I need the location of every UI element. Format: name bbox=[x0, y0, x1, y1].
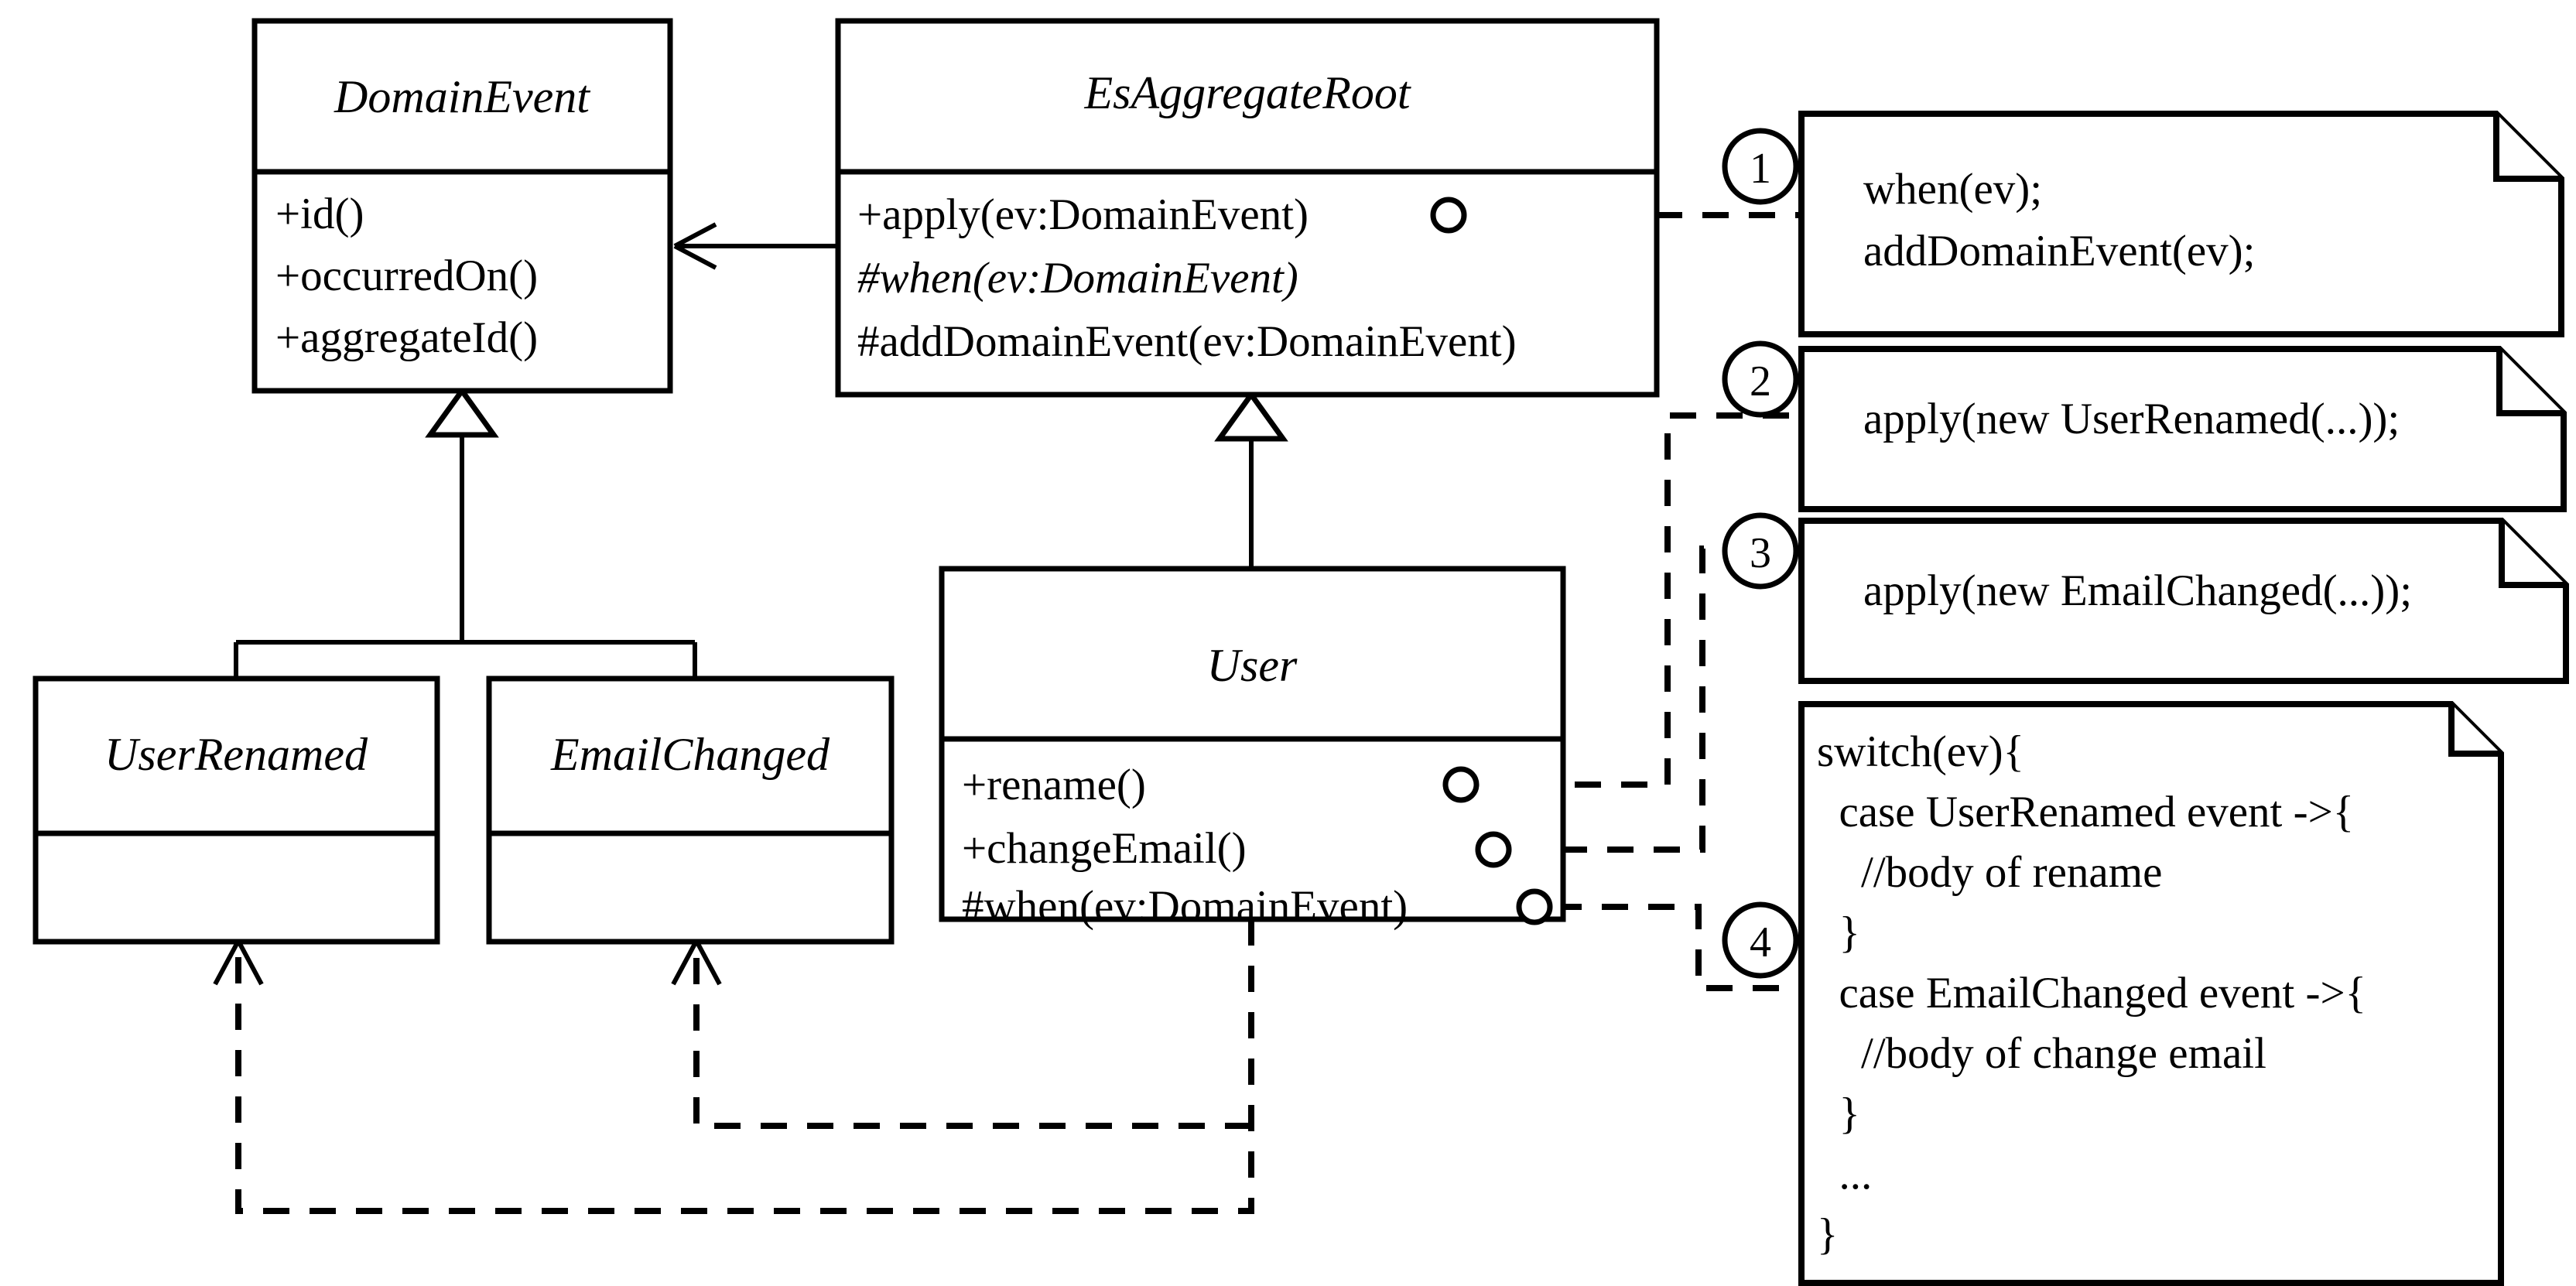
generalization-events-to-domainevent bbox=[234, 386, 697, 679]
note-2-number: 2 bbox=[1750, 357, 1771, 405]
note-4-line-1: case UserRenamed event ->{ bbox=[1817, 788, 2354, 836]
member-user-2: #when(ev:DomainEvent) bbox=[962, 882, 1408, 931]
note-4-line-4: case EmailChanged event ->{ bbox=[1817, 969, 2366, 1018]
generalization-user-to-esaggregateroot bbox=[1214, 390, 1288, 569]
class-name-user: User bbox=[1207, 640, 1298, 691]
member-esaggregateroot-2: #addDomainEvent(ev:DomainEvent) bbox=[857, 317, 1517, 366]
provided-interface-changeemail-icon bbox=[1475, 831, 1512, 868]
member-domainevent-1: +occurredOn() bbox=[275, 251, 538, 300]
note-link-changeemail-to-note3 bbox=[1514, 546, 1801, 853]
member-esaggregateroot-0: +apply(ev:DomainEvent) bbox=[857, 190, 1309, 239]
note-4-number-badge: 4 bbox=[1722, 901, 1799, 979]
member-domainevent-0: +id() bbox=[275, 190, 364, 238]
class-box-esaggregateroot[interactable]: EsAggregateRoot +apply(ev:DomainEvent) #… bbox=[835, 18, 1660, 398]
note-link-rename-to-note2 bbox=[1482, 412, 1801, 788]
note-3-line-0: apply(new EmailChanged(...)); bbox=[1863, 566, 2412, 615]
provided-interface-when-icon bbox=[1516, 888, 1553, 925]
note-1-number-badge: 1 bbox=[1722, 128, 1799, 205]
member-user-0: +rename() bbox=[962, 761, 1146, 809]
member-user-1: +changeEmail() bbox=[962, 824, 1247, 873]
note-1-line-0: when(ev); bbox=[1863, 165, 2042, 214]
member-esaggregateroot-1: #when(ev:DomainEvent) bbox=[857, 254, 1298, 303]
class-box-user[interactable]: User +rename() +changeEmail() #when(ev:D… bbox=[939, 566, 1566, 931]
note-1-line-1: addDomainEvent(ev); bbox=[1863, 227, 2256, 275]
note-4-number: 4 bbox=[1750, 918, 1771, 966]
class-name-emailchanged: EmailChanged bbox=[550, 729, 830, 780]
class-box-emailchanged[interactable]: EmailChanged bbox=[486, 675, 895, 945]
note-3[interactable]: apply(new EmailChanged(...)); bbox=[1798, 518, 2569, 684]
note-1-number: 1 bbox=[1750, 145, 1771, 193]
class-name-userrenamed: UserRenamed bbox=[104, 729, 368, 780]
note-4-line-6: } bbox=[1817, 1089, 1860, 1138]
member-domainevent-2: +aggregateId() bbox=[275, 313, 538, 362]
class-name-esaggregateroot: EsAggregateRoot bbox=[1083, 67, 1411, 118]
note-3-number-badge: 3 bbox=[1722, 512, 1799, 590]
note-4-line-7: ... bbox=[1817, 1150, 1872, 1199]
class-box-domainevent[interactable]: DomainEvent +id() +occurredOn() +aggrega… bbox=[251, 18, 673, 394]
note-2-number-badge: 2 bbox=[1722, 340, 1799, 418]
dependency-user-to-userrenamed bbox=[213, 919, 1254, 1214]
class-box-userrenamed[interactable]: UserRenamed bbox=[32, 675, 440, 945]
note-1[interactable]: when(ev); addDomainEvent(ev); bbox=[1798, 111, 2564, 337]
note-2[interactable]: apply(new UserRenamed(...)); bbox=[1798, 346, 2567, 512]
note-4-line-0: switch(ev){ bbox=[1817, 727, 2024, 776]
note-4-line-3: } bbox=[1817, 908, 1860, 957]
note-4[interactable]: switch(ev){ case UserRenamed event ->{ /… bbox=[1798, 701, 2504, 1286]
note-4-line-5: //body of change email bbox=[1817, 1029, 2266, 1078]
note-2-line-0: apply(new UserRenamed(...)); bbox=[1863, 395, 2400, 443]
note-4-line-2: //body of rename bbox=[1817, 848, 2162, 897]
dependency-user-to-emailchanged bbox=[671, 939, 1251, 1129]
provided-interface-rename-icon bbox=[1442, 766, 1480, 803]
note-link-when-to-note4 bbox=[1555, 904, 1801, 991]
provided-interface-apply-icon bbox=[1430, 197, 1467, 234]
association-esaggregateroot-to-domainevent bbox=[673, 222, 838, 270]
note-4-line-8: } bbox=[1817, 1210, 1838, 1259]
class-name-domainevent: DomainEvent bbox=[334, 71, 590, 122]
note-3-number: 3 bbox=[1750, 529, 1771, 577]
